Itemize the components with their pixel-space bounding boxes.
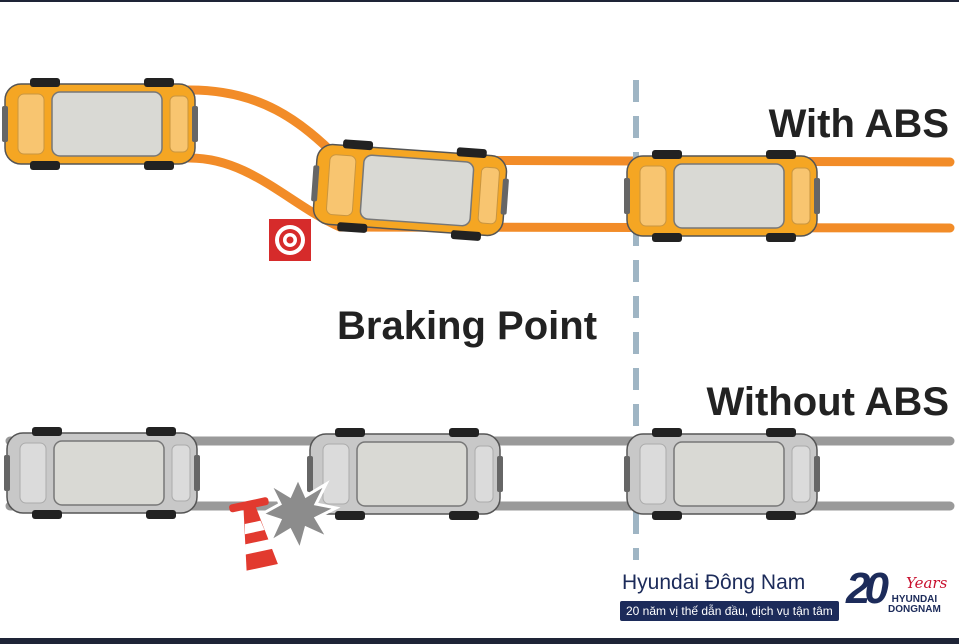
brand-watermark: Hyundai Đông Nam 20 năm vị thế dẫn đầu, … [620,564,950,624]
traffic-cone-icon [229,497,278,571]
top-border [0,0,959,2]
target-icon [269,219,311,261]
brand-name: Hyundai Đông Nam [622,571,806,594]
anniversary-years: Years [906,574,948,592]
no-abs-car-end [623,427,821,521]
bottom-border [0,638,959,644]
no-abs-car-start [3,426,201,520]
collision-burst-icon [258,474,341,555]
brand-slogan: 20 năm vị thế dẫn đầu, dịch vụ tận tâm [620,601,839,621]
brand-logo-line1: HYUNDAI [891,594,938,605]
anniversary-number: 20 [846,564,889,613]
abs-path-lower [95,153,955,233]
with-abs-label: With ABS [768,102,949,146]
abs-car-start [1,77,199,171]
without-abs-label: Without ABS [706,380,949,424]
braking-point-label: Braking Point [337,304,598,348]
no-abs-car-crash [306,427,504,521]
abs-car-steering [308,136,512,244]
abs-car-end [623,149,821,243]
brand-logo-line2: DONGNAM [888,604,941,615]
brand-logo: HYUNDAI DONGNAM [888,595,941,615]
